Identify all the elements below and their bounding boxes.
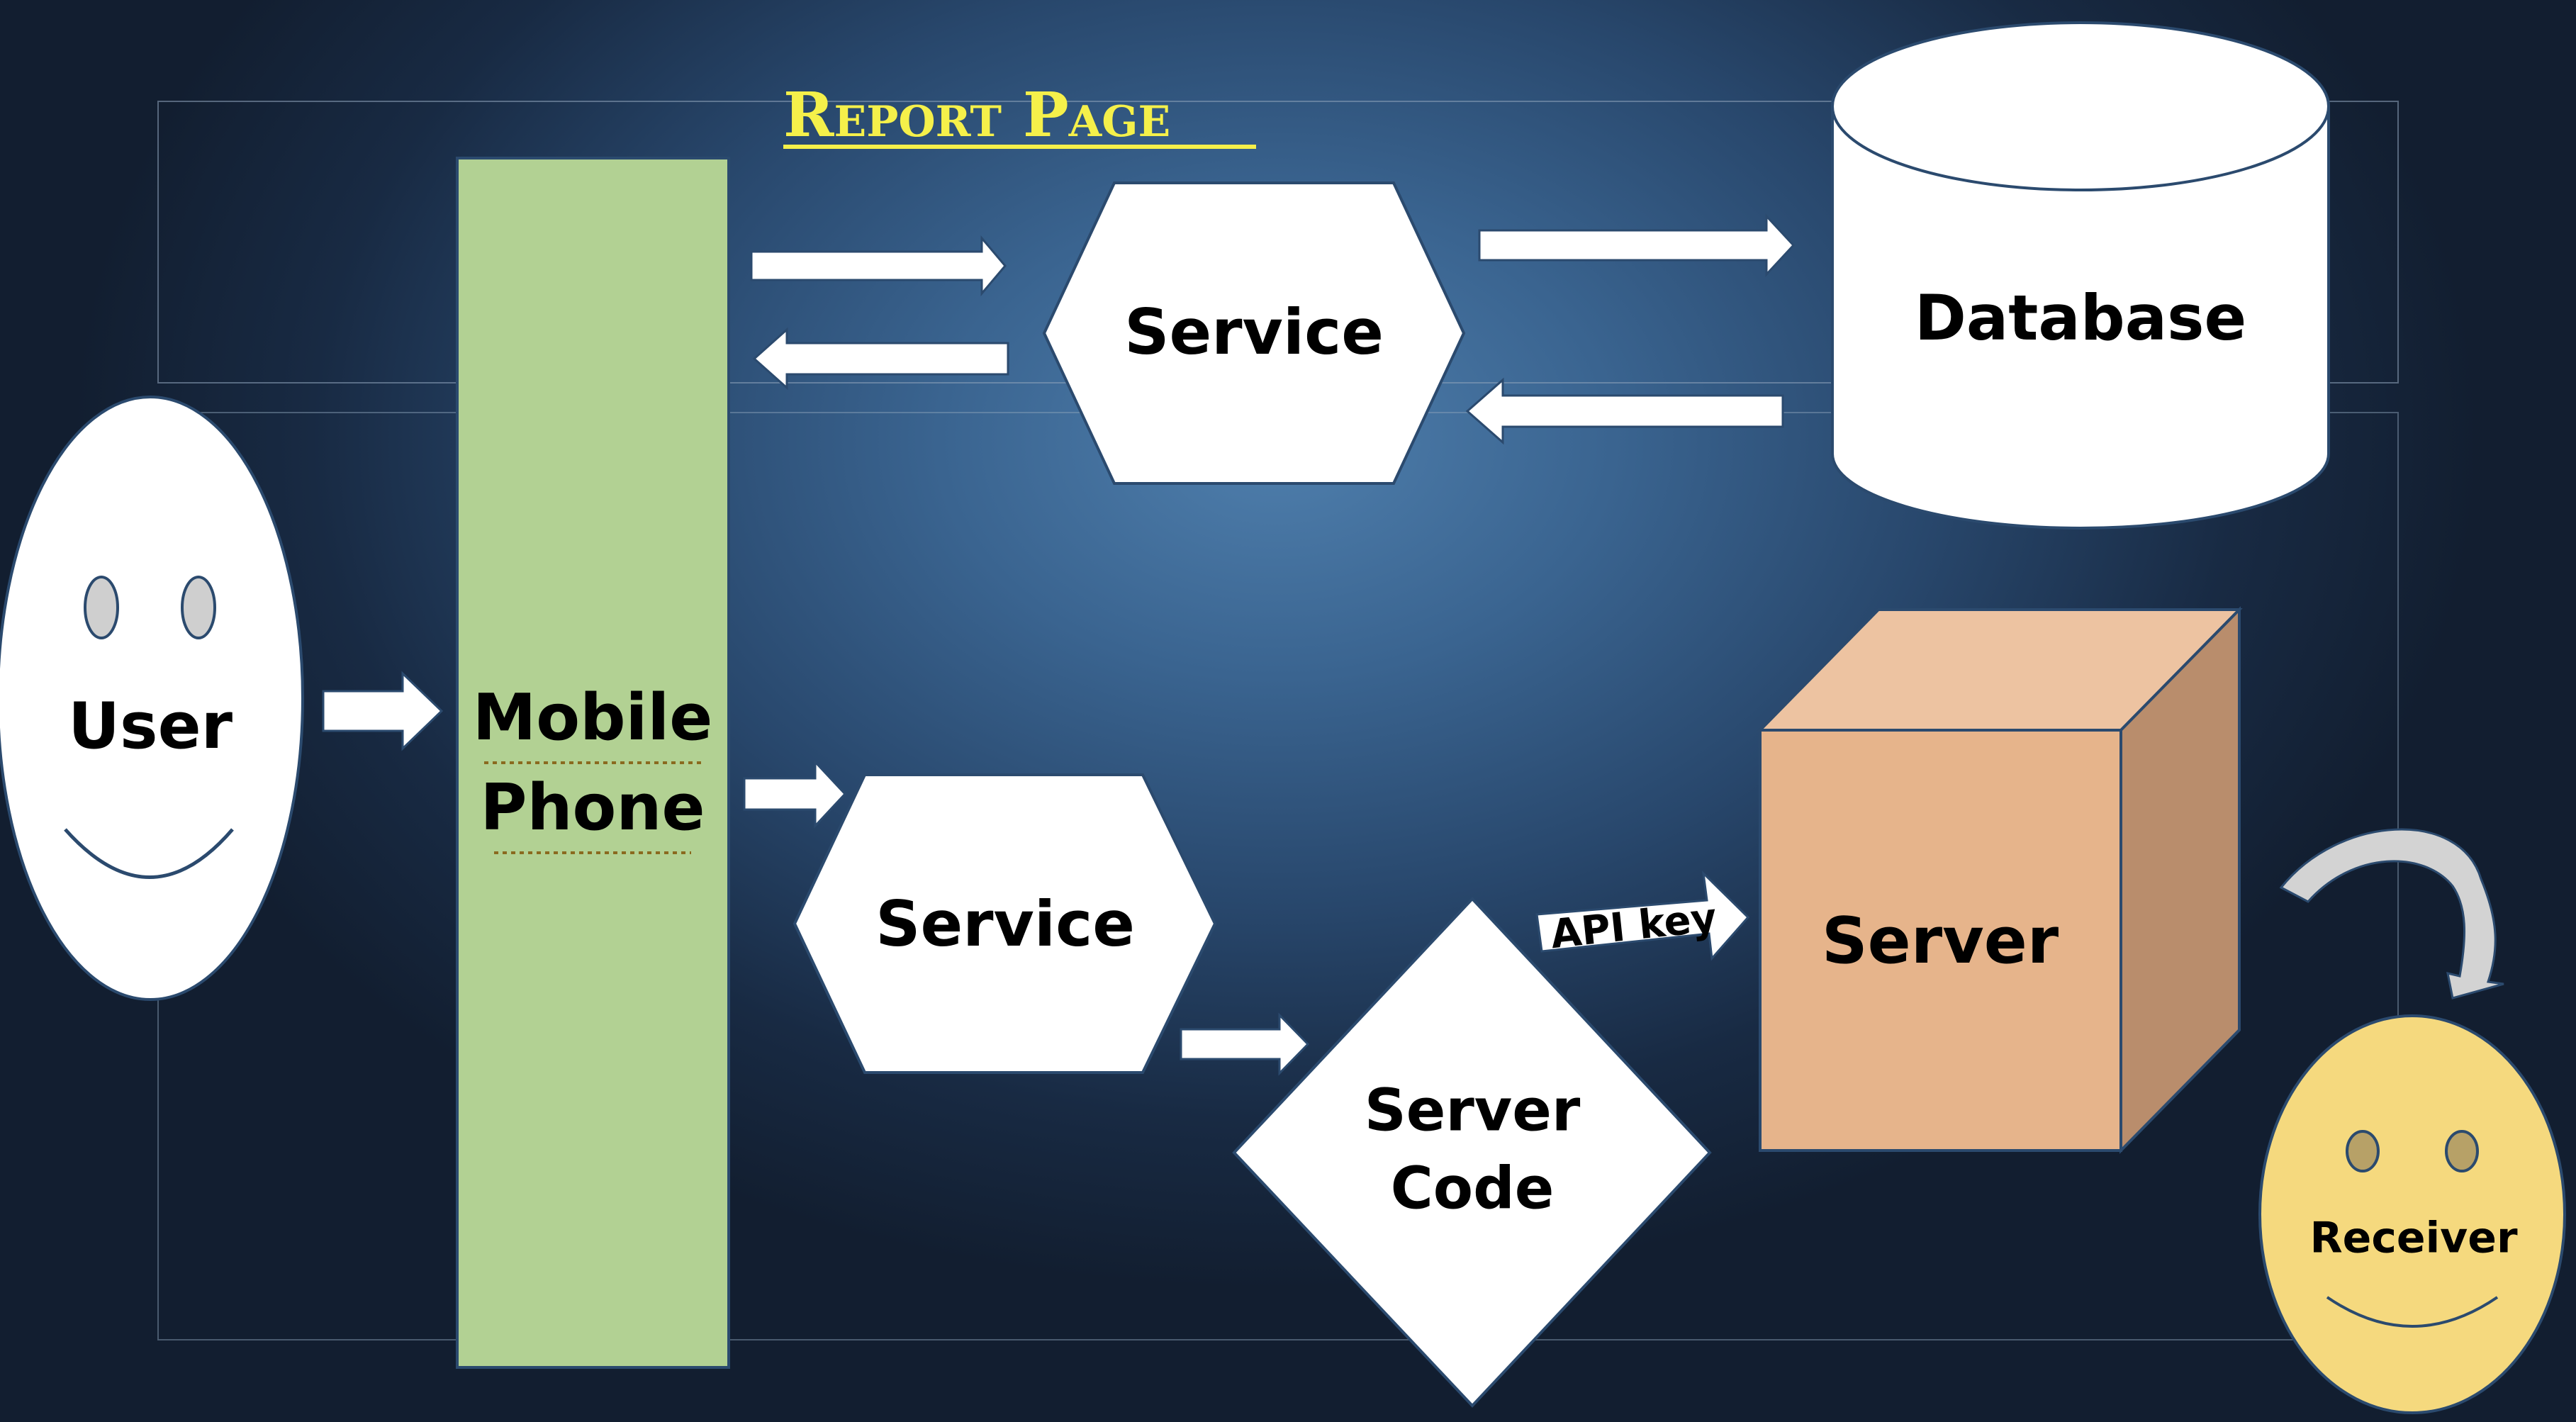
arrow-mobile-to-main-service xyxy=(743,759,847,829)
smiley-face-icon xyxy=(2258,1014,2566,1414)
smiley-face-icon xyxy=(0,396,304,1001)
server-code-node: Server Code xyxy=(1232,897,1712,1408)
user-right-eye xyxy=(181,576,216,639)
server-node: Server xyxy=(1757,606,2243,1154)
user-label: User xyxy=(68,689,233,763)
user-left-eye xyxy=(84,576,119,639)
mobile-phone-block xyxy=(456,157,730,1369)
curved-arrow-icon xyxy=(2279,828,2504,1000)
main-service-label: Service xyxy=(875,888,1135,961)
server-label: Server xyxy=(1822,904,2059,978)
mobile-phone-label-line2: Phone xyxy=(481,771,705,845)
receiver-node: Receiver xyxy=(2258,1014,2566,1414)
arrow-main-service-to-server-code xyxy=(1180,1012,1310,1076)
receiver-smile xyxy=(2326,1296,2499,1328)
mobile-phone-node: Mobile Phone xyxy=(456,157,730,1369)
report-page-title: Report Page xyxy=(783,79,1170,151)
arrow-user-to-mobile xyxy=(322,671,444,751)
arrow-database-to-report-service xyxy=(1465,377,1784,445)
mobile-phone-label-line1: Mobile xyxy=(473,681,713,755)
arrow-report-service-to-mobile xyxy=(752,327,1009,391)
arrow-server-code-to-server xyxy=(1535,870,1750,961)
report-service-label: Service xyxy=(1124,296,1384,369)
database-label: Database xyxy=(1915,281,2246,354)
main-service-hexagon xyxy=(793,773,1217,1074)
report-service-node: Service xyxy=(1042,181,1466,485)
server-code-diamond xyxy=(1232,897,1712,1408)
main-service-node: Service xyxy=(793,773,1217,1074)
receiver-left-eye xyxy=(2346,1130,2380,1172)
user-smile xyxy=(64,828,234,879)
user-node: User xyxy=(0,396,304,1001)
server-code-label-line2: Code xyxy=(1391,1155,1555,1222)
receiver-right-eye xyxy=(2445,1130,2479,1172)
server-code-label-line1: Server xyxy=(1365,1077,1581,1144)
arrow-report-service-to-database xyxy=(1478,213,1796,277)
api-key-label: API key xyxy=(1548,895,1718,958)
database-top-rim xyxy=(1831,21,2330,191)
database-node: Database xyxy=(1831,21,2330,530)
server-cube-icon xyxy=(1759,729,2122,1152)
arrow-mobile-to-report-service xyxy=(750,235,1007,297)
receiver-label: Receiver xyxy=(2309,1214,2518,1263)
report-service-hexagon xyxy=(1042,181,1466,485)
